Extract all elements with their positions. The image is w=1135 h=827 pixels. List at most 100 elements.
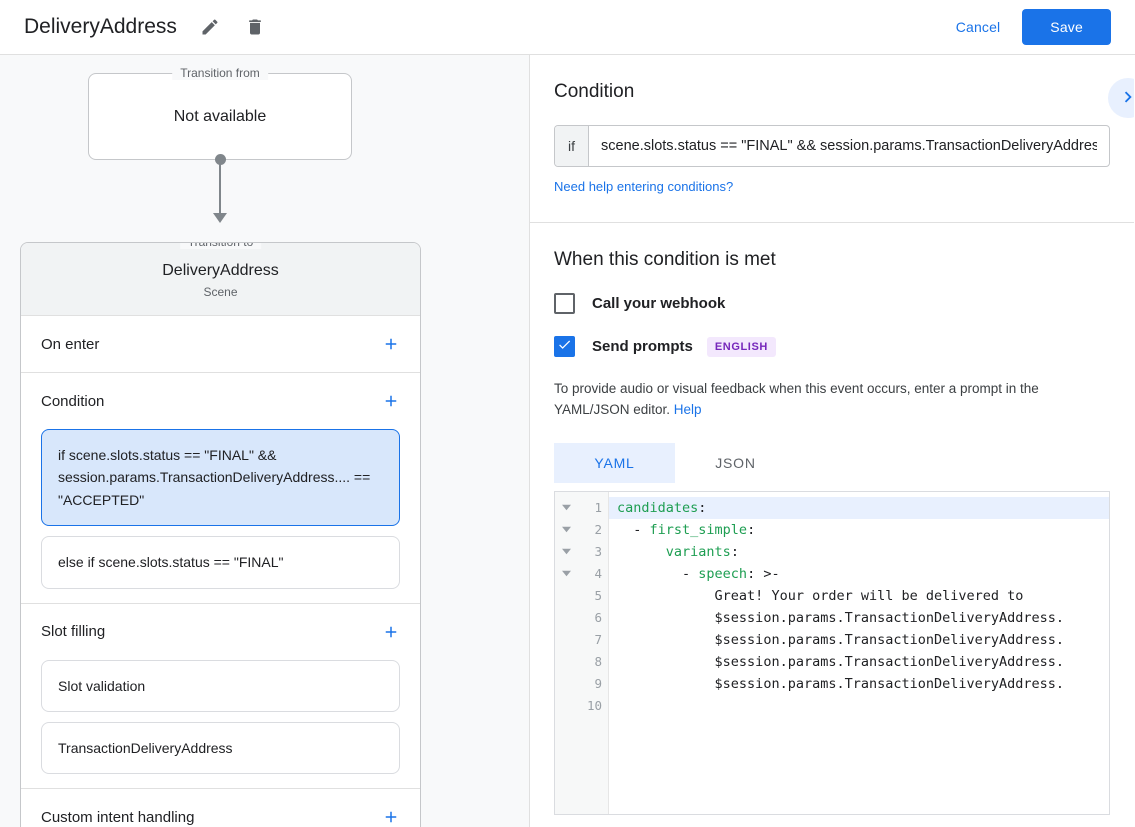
language-badge: ENGLISH xyxy=(706,336,776,357)
code-line[interactable] xyxy=(609,695,1109,717)
line-number: 1 xyxy=(594,499,602,515)
section-title-on-enter: On enter xyxy=(41,335,100,353)
scene-flow-panel: Transition from Not available Transition… xyxy=(0,55,530,827)
send-prompts-row[interactable]: Send prompts ENGLISH xyxy=(554,336,1110,357)
fold-toggle-icon[interactable] xyxy=(555,497,577,519)
flow-connector-line xyxy=(219,160,221,216)
fold-spacer xyxy=(555,651,577,673)
code-line[interactable]: $session.params.TransactionDeliveryAddre… xyxy=(714,609,1065,626)
add-condition-button[interactable] xyxy=(378,388,404,414)
tab-json[interactable]: JSON xyxy=(675,443,796,483)
transition-from-value: Not available xyxy=(173,107,267,125)
section-header-custom-intent[interactable]: Custom intent handling xyxy=(21,789,420,827)
hint-body: To provide audio or visual feedback when… xyxy=(554,381,1039,417)
content-area: Transition from Not available Transition… xyxy=(0,55,1135,827)
delete-button[interactable] xyxy=(238,10,272,44)
scene-section-condition: Condition if scene.slots.status == "FINA… xyxy=(21,373,420,604)
send-prompts-checkbox[interactable] xyxy=(554,336,575,357)
fold-spacer xyxy=(555,585,577,607)
scene-section-slot-filling: Slot filling Slot validation Transaction… xyxy=(21,604,420,790)
transition-to-card: Transition to DeliveryAddress Scene On e… xyxy=(20,242,421,827)
condition-editor-block: Condition if Need help entering conditio… xyxy=(530,55,1134,223)
code-line[interactable]: $session.params.TransactionDeliveryAddre… xyxy=(714,631,1065,648)
page-title: DeliveryAddress xyxy=(24,15,177,38)
condition-list: if scene.slots.status == "FINAL" && sess… xyxy=(21,429,420,603)
condition-input-row: if xyxy=(554,125,1110,167)
scene-card-header: DeliveryAddress Scene xyxy=(21,243,420,316)
editor-format-tabs: YAML JSON xyxy=(554,442,1110,483)
code-line[interactable]: $session.params.TransactionDeliveryAddre… xyxy=(714,675,1065,692)
when-met-title: When this condition is met xyxy=(554,249,776,270)
line-number: 5 xyxy=(594,587,602,603)
list-item[interactable]: TransactionDeliveryAddress xyxy=(41,721,400,775)
fold-spacer xyxy=(555,629,577,651)
plus-icon xyxy=(382,392,400,410)
line-number: 4 xyxy=(594,565,602,581)
line-number: 7 xyxy=(594,631,602,647)
scene-section-on-enter: On enter xyxy=(21,316,420,373)
line-number: 8 xyxy=(594,653,602,669)
list-item[interactable]: Slot validation xyxy=(41,659,400,712)
chevron-right-icon xyxy=(1117,86,1134,111)
transition-from-card: Transition from Not available xyxy=(88,66,352,160)
call-webhook-label: Call your webhook xyxy=(592,295,726,312)
cancel-button[interactable]: Cancel xyxy=(944,10,1012,44)
add-custom-intent-button[interactable] xyxy=(378,804,404,827)
prompts-help-link[interactable]: Help xyxy=(673,401,702,417)
detail-panel: Condition if Need help entering conditio… xyxy=(530,55,1134,827)
section-header-condition[interactable]: Condition xyxy=(21,373,420,429)
code-line[interactable]: - first_simple: xyxy=(617,521,756,538)
editor-code-area[interactable]: candidates: - first_simple: variants: - … xyxy=(609,492,1109,814)
list-item[interactable]: if scene.slots.status == "FINAL" && sess… xyxy=(41,429,400,527)
trash-icon xyxy=(245,17,265,37)
fold-spacer xyxy=(555,673,577,695)
if-prefix-label: if xyxy=(555,126,589,166)
line-number: 2 xyxy=(594,521,602,537)
scene-section-custom-intent: Custom intent handling xyxy=(21,789,420,827)
code-line[interactable]: $session.params.TransactionDeliveryAddre… xyxy=(714,653,1065,670)
scene-name: DeliveryAddress xyxy=(162,262,279,279)
section-header-slot-filling[interactable]: Slot filling xyxy=(21,604,420,660)
edit-name-button[interactable] xyxy=(193,10,227,44)
section-title-slot-filling: Slot filling xyxy=(41,623,106,641)
fold-toggle-icon[interactable] xyxy=(555,541,577,563)
call-webhook-checkbox[interactable] xyxy=(554,293,575,314)
list-item[interactable]: else if scene.slots.status == "FINAL" xyxy=(41,536,400,589)
code-line[interactable]: candidates: xyxy=(609,496,1109,519)
webhook-checkbox-row[interactable]: Call your webhook xyxy=(554,293,1110,314)
checkmark-icon xyxy=(557,337,572,357)
transition-to-legend: Transition to xyxy=(179,243,262,249)
fold-spacer xyxy=(555,695,577,717)
section-title-condition: Condition xyxy=(41,392,105,410)
section-header-on-enter[interactable]: On enter xyxy=(21,316,420,372)
add-on-enter-button[interactable] xyxy=(378,331,404,357)
code-line[interactable]: variants: xyxy=(665,543,739,560)
condition-help-link[interactable]: Need help entering conditions? xyxy=(554,179,734,194)
code-line[interactable]: Great! Your order will be delivered to xyxy=(714,587,1024,604)
flow-connector-arrow-icon xyxy=(213,213,227,223)
plus-icon xyxy=(382,808,400,826)
line-number: 3 xyxy=(594,543,602,559)
scene-type-label: Scene xyxy=(203,285,238,299)
condition-expression-input[interactable] xyxy=(589,126,1109,166)
line-number: 9 xyxy=(594,675,602,691)
plus-icon xyxy=(382,623,400,641)
collapse-panel-button[interactable] xyxy=(1108,78,1134,118)
add-slot-filling-button[interactable] xyxy=(378,619,404,645)
condition-panel-title: Condition xyxy=(554,81,635,102)
tab-yaml[interactable]: YAML xyxy=(554,442,675,483)
line-number: 10 xyxy=(586,697,602,713)
slot-filling-list: Slot validation TransactionDeliveryAddre… xyxy=(21,659,420,789)
transition-from-legend: Transition from xyxy=(172,66,268,80)
fold-toggle-icon[interactable] xyxy=(555,563,577,585)
top-app-bar: DeliveryAddress Cancel Save xyxy=(0,0,1135,55)
prompts-hint-text: To provide audio or visual feedback when… xyxy=(554,379,1110,421)
plus-icon xyxy=(382,335,400,353)
pencil-icon xyxy=(200,17,220,37)
save-button[interactable]: Save xyxy=(1022,9,1111,45)
fold-toggle-icon[interactable] xyxy=(555,519,577,541)
send-prompts-label: Send prompts xyxy=(592,338,693,355)
code-line[interactable]: - speech: >- xyxy=(617,565,780,582)
section-title-custom-intent: Custom intent handling xyxy=(41,808,195,826)
